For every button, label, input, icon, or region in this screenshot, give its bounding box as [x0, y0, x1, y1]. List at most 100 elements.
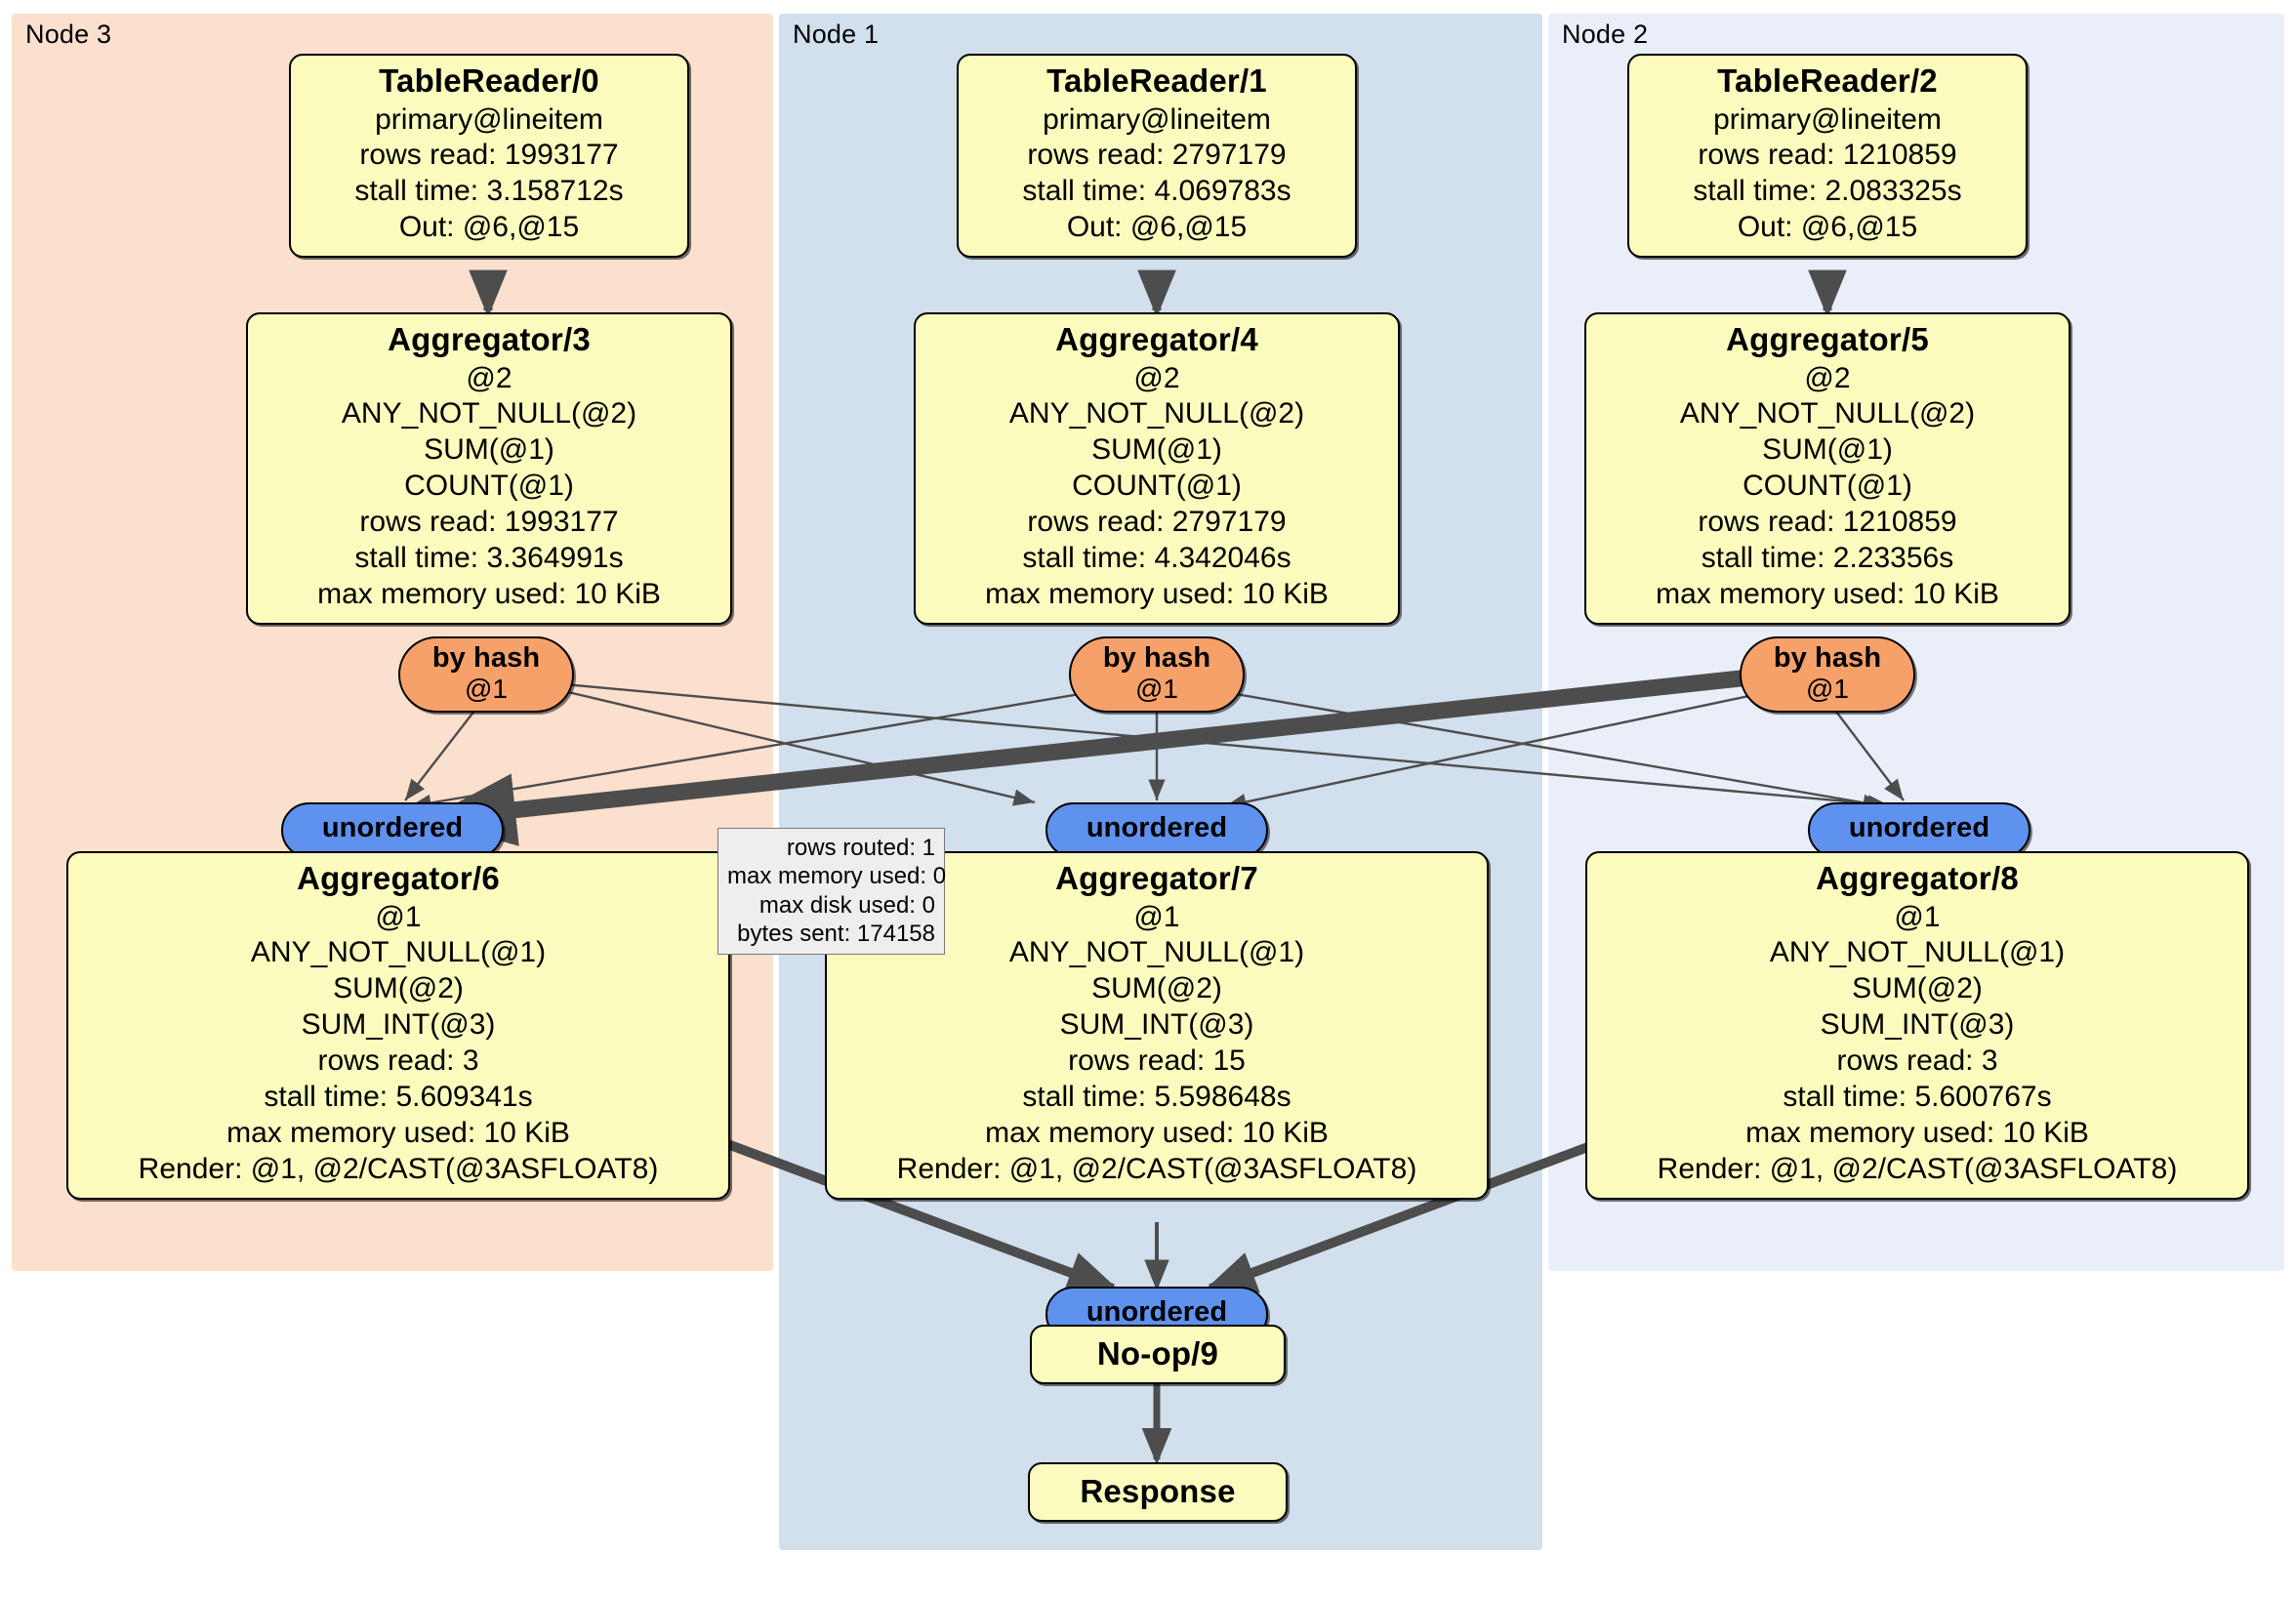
cluster-label-node3: Node 3 [25, 20, 112, 49]
node-detail: @2 [1133, 361, 1180, 394]
node-aggregator-6[interactable]: Aggregator/6 @1 ANY_NOT_NULL(@1) SUM(@2)… [66, 851, 730, 1200]
node-detail: rows read: 2797179 [1027, 506, 1287, 539]
node-detail: ANY_NOT_NULL(@2) [1679, 397, 1976, 430]
tooltip-line: max disk used: 0 [758, 891, 935, 919]
node-detail: rows read: 1210859 [1698, 506, 1957, 539]
node-aggregator-5[interactable]: Aggregator/5 @2 ANY_NOT_NULL(@2) SUM(@1)… [1584, 312, 2070, 625]
router-title: unordered [1086, 812, 1228, 843]
node-title: Aggregator/3 [388, 321, 591, 357]
node-detail: primary@lineitem [1713, 102, 1942, 136]
node-detail: Render: @1, @2/CAST(@3ASFLOAT8) [138, 1152, 659, 1185]
router-subtitle: @1 [1135, 673, 1178, 704]
node-detail: Out: @6,@15 [1737, 211, 1918, 244]
node-detail: ANY_NOT_NULL(@2) [1008, 397, 1305, 430]
node-detail: stall time: 3.158712s [354, 175, 624, 208]
node-detail: max memory used: 10 KiB [985, 577, 1329, 610]
router-title: unordered [1848, 812, 1990, 843]
node-detail: COUNT(@1) [1742, 470, 1912, 503]
node-detail: Render: @1, @2/CAST(@3ASFLOAT8) [896, 1152, 1417, 1185]
node-detail: rows read: 15 [1068, 1044, 1246, 1078]
node-detail: max memory used: 10 KiB [226, 1116, 570, 1149]
node-detail: primary@lineitem [375, 102, 603, 136]
node-noop-9[interactable]: No-op/9 [1030, 1325, 1286, 1384]
router-by-hash-mid[interactable]: by hash @1 [1069, 636, 1245, 713]
node-detail: stall time: 4.342046s [1022, 542, 1292, 575]
node-detail: SUM(@2) [1852, 972, 1983, 1005]
node-title: Aggregator/7 [1055, 860, 1258, 896]
node-detail: max memory used: 10 KiB [985, 1116, 1329, 1149]
node-detail: SUM(@2) [333, 972, 464, 1005]
tooltip-line: max memory used: 0 [727, 863, 947, 890]
node-detail: stall time: 2.083325s [1693, 175, 1962, 208]
node-title: Aggregator/5 [1726, 321, 1929, 357]
node-response[interactable]: Response [1028, 1462, 1288, 1522]
node-detail: @1 [1894, 900, 1941, 933]
node-aggregator-8[interactable]: Aggregator/8 @1 ANY_NOT_NULL(@1) SUM(@2)… [1585, 851, 2249, 1200]
node-detail: stall time: 3.364991s [354, 542, 624, 575]
node-detail: stall time: 2.23356s [1701, 542, 1954, 575]
node-detail: ANY_NOT_NULL(@1) [1769, 936, 2066, 969]
node-detail: rows read: 3 [317, 1044, 479, 1078]
node-detail: max memory used: 10 KiB [1745, 1116, 2089, 1149]
node-detail: stall time: 5.600767s [1783, 1081, 2052, 1114]
node-detail: SUM_INT(@3) [1820, 1008, 2015, 1042]
router-unordered-right[interactable]: unordered [1808, 802, 2030, 858]
node-title: TableReader/0 [379, 62, 599, 99]
node-detail: rows read: 2797179 [1027, 139, 1287, 172]
node-aggregator-7[interactable]: Aggregator/7 @1 ANY_NOT_NULL(@1) SUM(@2)… [825, 851, 1489, 1200]
router-title: by hash [1773, 642, 1882, 674]
tooltip-line: bytes sent: 174158 [737, 920, 935, 947]
node-detail: SUM_INT(@3) [1059, 1008, 1254, 1042]
node-detail: rows read: 1993177 [359, 139, 619, 172]
router-title: by hash [431, 642, 541, 674]
node-title: Aggregator/4 [1055, 321, 1258, 357]
cluster-label-node2: Node 2 [1562, 20, 1649, 49]
node-detail: primary@lineitem [1043, 102, 1271, 136]
node-title: No-op/9 [1096, 1335, 1219, 1372]
node-detail: Out: @6,@15 [1066, 211, 1248, 244]
node-detail: @2 [466, 361, 512, 394]
node-detail: SUM(@1) [1762, 433, 1893, 467]
node-detail: stall time: 5.609341s [264, 1081, 533, 1114]
node-detail: SUM(@2) [1091, 972, 1222, 1005]
node-aggregator-3[interactable]: Aggregator/3 @2 ANY_NOT_NULL(@2) SUM(@1)… [246, 312, 732, 625]
router-unordered-mid[interactable]: unordered [1046, 802, 1268, 858]
node-detail: ANY_NOT_NULL(@2) [341, 397, 637, 430]
node-detail: stall time: 5.598648s [1022, 1081, 1292, 1114]
node-title: TableReader/1 [1046, 62, 1267, 99]
node-detail: Render: @1, @2/CAST(@3ASFLOAT8) [1657, 1152, 2178, 1185]
node-tablereader-1[interactable]: TableReader/1 primary@lineitem rows read… [957, 54, 1357, 259]
router-subtitle: @1 [1806, 673, 1849, 704]
node-detail: Out: @6,@15 [398, 211, 580, 244]
node-title: Aggregator/8 [1816, 860, 2019, 896]
node-detail: rows read: 1993177 [359, 506, 619, 539]
node-detail: max memory used: 10 KiB [1656, 577, 1999, 610]
router-subtitle: @1 [465, 673, 508, 704]
cluster-label-node1: Node 1 [793, 20, 880, 49]
node-detail: ANY_NOT_NULL(@1) [250, 936, 547, 969]
node-detail: max memory used: 10 KiB [317, 577, 661, 610]
node-tablereader-2[interactable]: TableReader/2 primary@lineitem rows read… [1627, 54, 2028, 259]
node-title: Response [1080, 1473, 1236, 1509]
router-unordered-left[interactable]: unordered [281, 802, 504, 858]
node-detail: COUNT(@1) [1072, 470, 1242, 503]
node-detail: @2 [1804, 361, 1851, 394]
node-title: TableReader/2 [1717, 62, 1938, 99]
node-detail: rows read: 1210859 [1698, 139, 1957, 172]
node-title: Aggregator/6 [297, 860, 500, 896]
node-detail: COUNT(@1) [404, 470, 574, 503]
router-title: unordered [1086, 1296, 1228, 1328]
router-by-hash-right[interactable]: by hash @1 [1740, 636, 1915, 713]
tooltip-line: rows routed: 1 [786, 835, 935, 861]
node-detail: @1 [375, 900, 422, 933]
edge-stats-tooltip: rows routed: 1 max memory used: 0 max di… [718, 828, 947, 956]
node-detail: rows read: 3 [1836, 1044, 1998, 1078]
node-detail: SUM(@1) [424, 433, 554, 467]
node-aggregator-4[interactable]: Aggregator/4 @2 ANY_NOT_NULL(@2) SUM(@1)… [914, 312, 1400, 625]
router-title: unordered [321, 812, 464, 843]
node-detail: stall time: 4.069783s [1022, 175, 1292, 208]
router-by-hash-left[interactable]: by hash @1 [398, 636, 574, 713]
node-tablereader-0[interactable]: TableReader/0 primary@lineitem rows read… [289, 54, 689, 259]
